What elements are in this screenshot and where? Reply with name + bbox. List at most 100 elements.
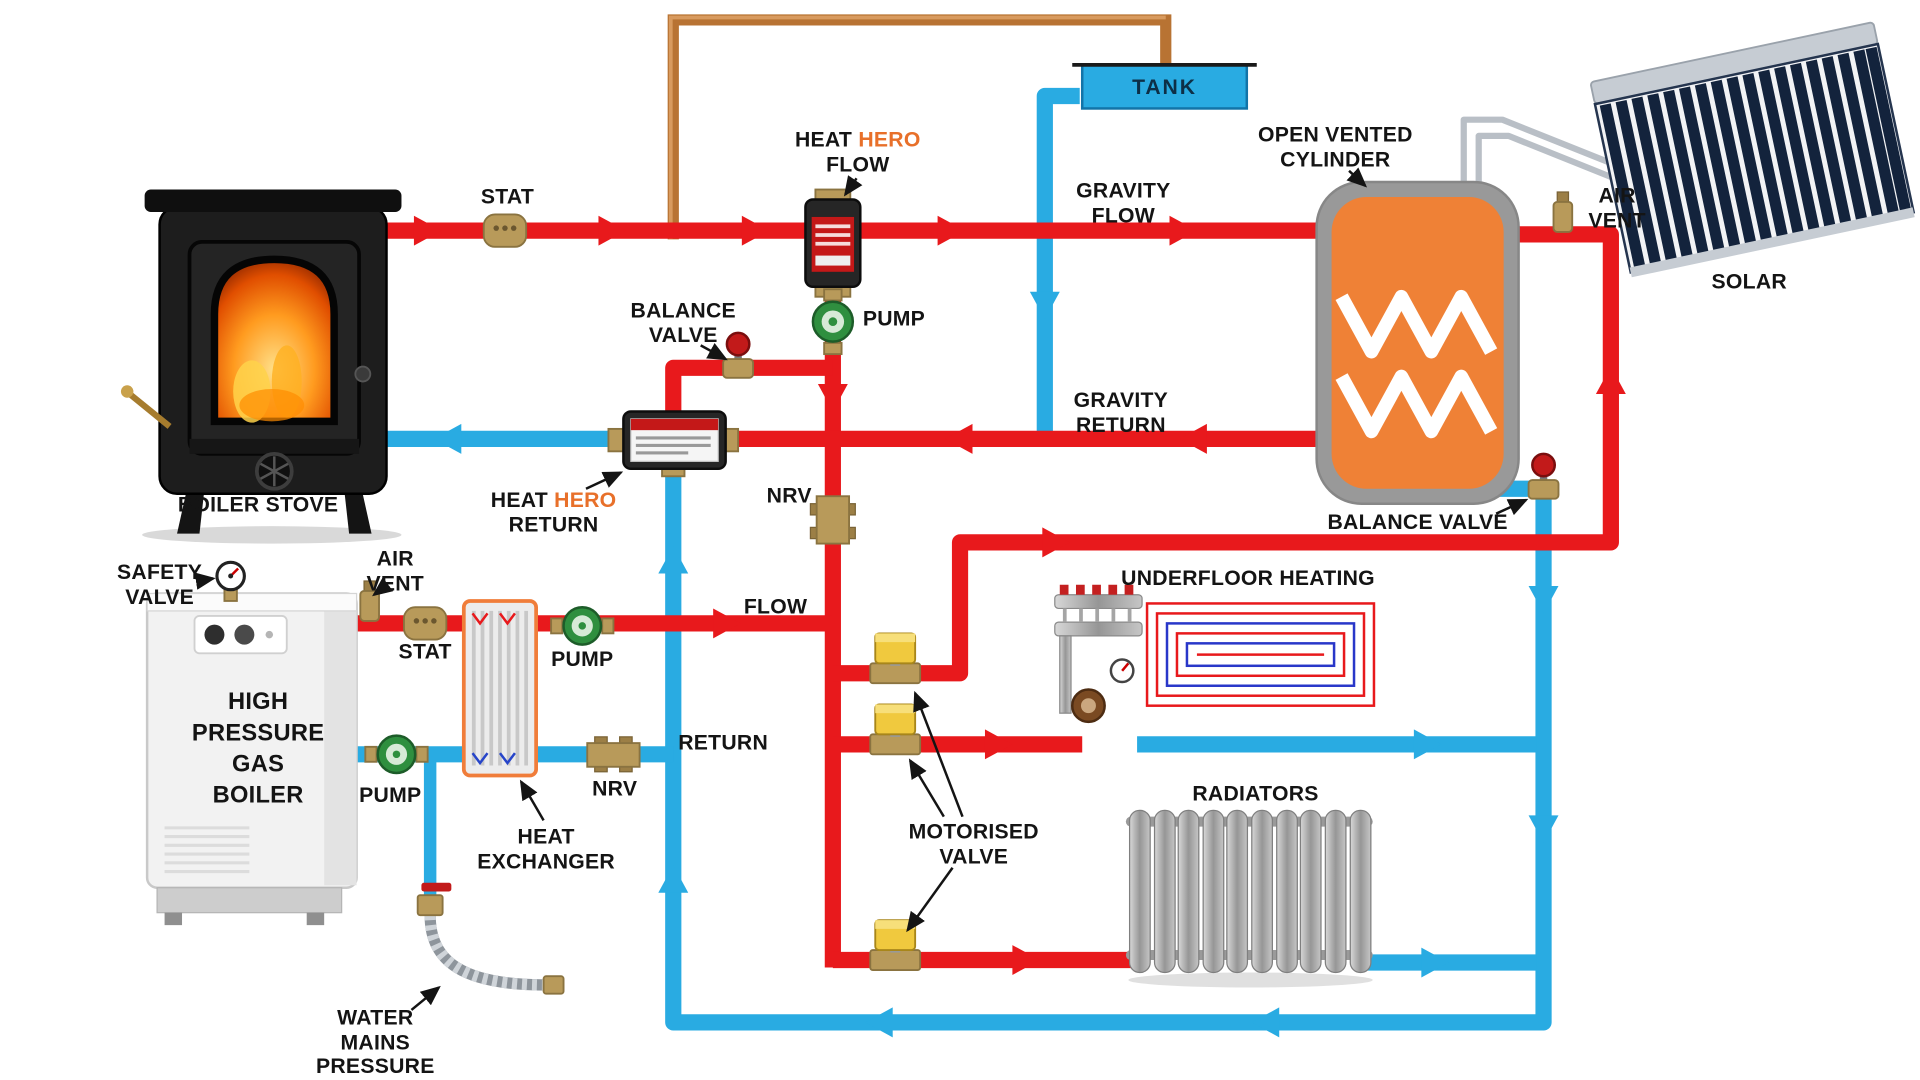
pump-primary — [811, 288, 855, 356]
stat-boiler-label: STAT — [398, 639, 452, 664]
solar-panel — [1590, 21, 1916, 278]
nrv-return — [586, 736, 641, 773]
heat-exchanger-label: HEAT EXCHANGER — [477, 825, 615, 874]
balance-word: BALANCE — [630, 298, 736, 323]
arrow — [984, 729, 1013, 760]
boiler-word: BOILER — [212, 783, 304, 810]
mains-valve — [416, 894, 444, 917]
exchanger-word: EXCHANGER — [477, 849, 615, 873]
pipe-cylinder-circuit — [832, 226, 1619, 682]
mains-word: MAINS — [340, 1030, 411, 1054]
copper-vent-pipe — [667, 14, 1172, 240]
stat-stove-label: STAT — [480, 184, 535, 209]
arrow — [1528, 815, 1559, 843]
vent-word: VENT — [1588, 208, 1646, 232]
arrow — [658, 546, 689, 574]
balance-valve-cylinder — [1527, 452, 1560, 500]
heat-word: HEAT — [490, 488, 548, 512]
pipe-balance-link — [665, 359, 833, 414]
pipe-tank-feed — [1036, 87, 1080, 439]
air-vent-cylinder-label: AIR VENT — [1588, 184, 1646, 233]
hero-word: HERO — [554, 488, 617, 512]
motorised-word: MOTORISED — [908, 819, 1039, 844]
feed-tank — [1072, 62, 1257, 110]
water-mains-assembly — [416, 882, 565, 995]
boiler-knob — [204, 624, 225, 645]
safety-valve-label: SAFETY VALVE — [117, 560, 202, 609]
cylinder-coil — [1335, 369, 1498, 439]
heat-hero-flow-unit — [804, 188, 862, 298]
motorised-valve-3 — [869, 919, 922, 971]
gravity-flow-label: GRAVITY FLOW — [1076, 179, 1170, 228]
arrow — [945, 423, 973, 454]
boiler-stove-label: BOILER STOVE — [177, 492, 339, 517]
arrow — [1029, 291, 1060, 320]
open-vented-cylinder — [1315, 180, 1520, 505]
arrow — [741, 215, 770, 246]
safety-valve-gauge — [215, 560, 246, 602]
heat-hero-return-unit — [607, 410, 740, 478]
tank-label: TANK — [1132, 75, 1197, 99]
gravity-word: GRAVITY — [1073, 388, 1169, 413]
balance-valve-cylinder-label: BALANCE VALVE — [1327, 510, 1508, 534]
arrow — [1169, 215, 1197, 246]
air-vent-cylinder — [1552, 191, 1574, 233]
return-label: RETURN — [678, 730, 769, 755]
gravity-return-label: GRAVITY RETURN — [1074, 388, 1168, 437]
boiler-stove — [120, 189, 402, 544]
balance-valve-stove — [722, 331, 755, 379]
heat-word: HEAT — [517, 824, 575, 849]
pressure-word: PRESSURE — [191, 720, 325, 747]
valve-word: VALVE — [648, 322, 718, 347]
arrow — [817, 384, 848, 412]
heat-exchanger — [461, 599, 538, 778]
high-word: HIGH — [227, 689, 289, 716]
pump-primary-label: PUMP — [862, 306, 926, 331]
arrow — [598, 215, 626, 246]
underfloor-heating — [1054, 584, 1376, 724]
arrow — [713, 608, 741, 639]
water-mains-pressure-label: WATER MAINS PRESSURE — [316, 1006, 435, 1079]
motorised-valve-2 — [869, 703, 922, 756]
water-word: WATER — [337, 1005, 414, 1030]
arrow — [865, 1007, 893, 1038]
solar-pipes — [1460, 116, 1687, 210]
manifold-bar — [1054, 594, 1143, 610]
open-vented-cylinder-label: OPEN VENTED CYLINDER — [1258, 123, 1413, 172]
arrow — [658, 865, 689, 893]
radiators — [1125, 809, 1373, 988]
arrow — [937, 215, 966, 246]
radiators-label: RADIATORS — [1192, 782, 1319, 806]
stat-boiler — [403, 606, 448, 641]
nrv-return-label: NRV — [592, 777, 638, 801]
air-word: AIR — [1598, 183, 1636, 208]
arrow — [1179, 423, 1207, 454]
cylinder-coil — [1335, 289, 1498, 359]
arrow — [1012, 945, 1040, 975]
flow-word: FLOW — [1091, 203, 1156, 227]
pump-heat-exchanger-label: PUMP — [551, 647, 614, 672]
nrv-primary-label: NRV — [766, 484, 812, 508]
solar-label: SOLAR — [1711, 269, 1787, 294]
heat-word: HEAT — [794, 127, 853, 152]
arrow — [1413, 729, 1442, 760]
gravity-word: GRAVITY — [1076, 178, 1171, 203]
pump-boiler — [364, 734, 429, 775]
underfloor-heating-label: UNDERFLOOR HEATING — [1121, 566, 1375, 591]
balance-valve-stove-label: BALANCE VALVE — [631, 299, 736, 348]
arrow — [413, 215, 442, 246]
open-vented-line2: CYLINDER — [1280, 147, 1391, 171]
pressure-word: PRESSURE — [315, 1054, 435, 1079]
gas-boiler-label: HIGH PRESSURE GAS BOILER — [192, 687, 324, 812]
arrow — [433, 423, 462, 454]
gas-word: GAS — [232, 751, 285, 779]
pump-heat-exchanger — [550, 605, 615, 646]
valve-word: VALVE — [939, 844, 1009, 868]
valve-word: VALVE — [125, 584, 194, 609]
